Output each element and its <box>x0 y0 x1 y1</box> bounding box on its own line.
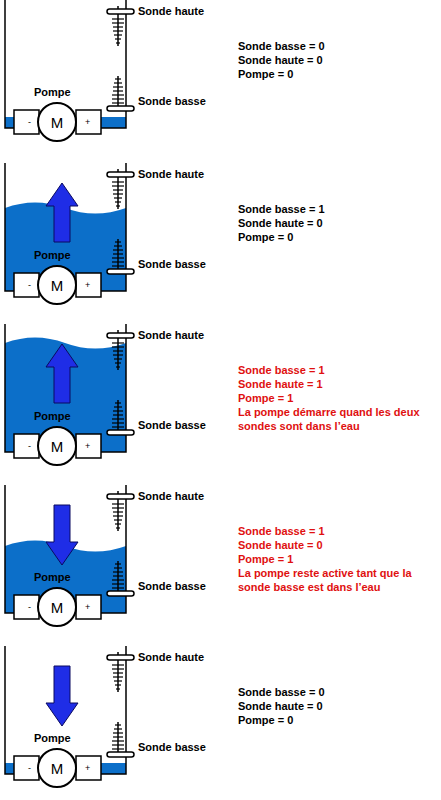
terminal-sign: + <box>85 117 90 127</box>
terminal-sign: - <box>28 441 31 451</box>
status-line: Sonde basse = 1 <box>238 524 428 538</box>
status-line: Pompe = 1 <box>238 391 428 405</box>
probe-label: Sonde haute <box>138 5 204 18</box>
status-line: Sonde basse = 0 <box>238 39 428 53</box>
probe-label: Sonde basse <box>138 741 206 754</box>
pump-label: Pompe <box>34 249 71 262</box>
status-line: Pompe = 0 <box>238 230 428 244</box>
terminal-sign: - <box>28 763 31 773</box>
status-line: Sonde basse = 1 <box>238 202 428 216</box>
status-line: Sonde basse = 1 <box>238 363 428 377</box>
probe-label: Sonde haute <box>138 168 204 181</box>
motor-letter: M <box>51 277 64 294</box>
motor-circle: M <box>37 426 77 466</box>
pump-label: Pompe <box>34 410 71 423</box>
motor-letter: M <box>51 114 64 131</box>
status-line: Pompe = 0 <box>238 67 428 81</box>
motor-letter: M <box>51 438 64 455</box>
motor-circle: M <box>37 102 77 142</box>
probe-label: Sonde basse <box>138 258 206 271</box>
terminal-sign: - <box>28 117 31 127</box>
motor-circle: M <box>37 265 77 305</box>
probe-label: Sonde haute <box>138 490 204 503</box>
terminal-sign: + <box>85 280 90 290</box>
status-line: Sonde basse = 0 <box>238 685 428 699</box>
motor-letter: M <box>51 599 64 616</box>
terminal-sign: - <box>28 280 31 290</box>
status-line: Pompe = 1 <box>238 552 428 566</box>
terminal-sign: + <box>85 602 90 612</box>
terminal-sign: + <box>85 763 90 773</box>
pump-label: Pompe <box>34 732 71 745</box>
probe-label: Sonde basse <box>138 580 206 593</box>
probe-label: Sonde basse <box>138 419 206 432</box>
status-line: Sonde haute = 0 <box>238 538 428 552</box>
pump-label: Pompe <box>34 86 71 99</box>
motor-circle: M <box>37 587 77 627</box>
status-line: Sonde haute = 1 <box>238 377 428 391</box>
status-line: Sonde haute = 0 <box>238 53 428 67</box>
status-line: Sonde haute = 0 <box>238 699 428 713</box>
pump-label: Pompe <box>34 571 71 584</box>
status-line: Sonde haute = 0 <box>238 216 428 230</box>
terminal-sign: - <box>28 602 31 612</box>
status-line: La pompe reste active tant que la sonde … <box>238 566 428 594</box>
motor-circle: M <box>37 748 77 788</box>
probe-label: Sonde basse <box>138 95 206 108</box>
probe-label: Sonde haute <box>138 329 204 342</box>
status-line: Pompe = 0 <box>238 713 428 727</box>
motor-letter: M <box>51 760 64 777</box>
status-line: La pompe démarre quand les deux sondes s… <box>238 405 428 433</box>
terminal-sign: + <box>85 441 90 451</box>
probe-label: Sonde haute <box>138 651 204 664</box>
